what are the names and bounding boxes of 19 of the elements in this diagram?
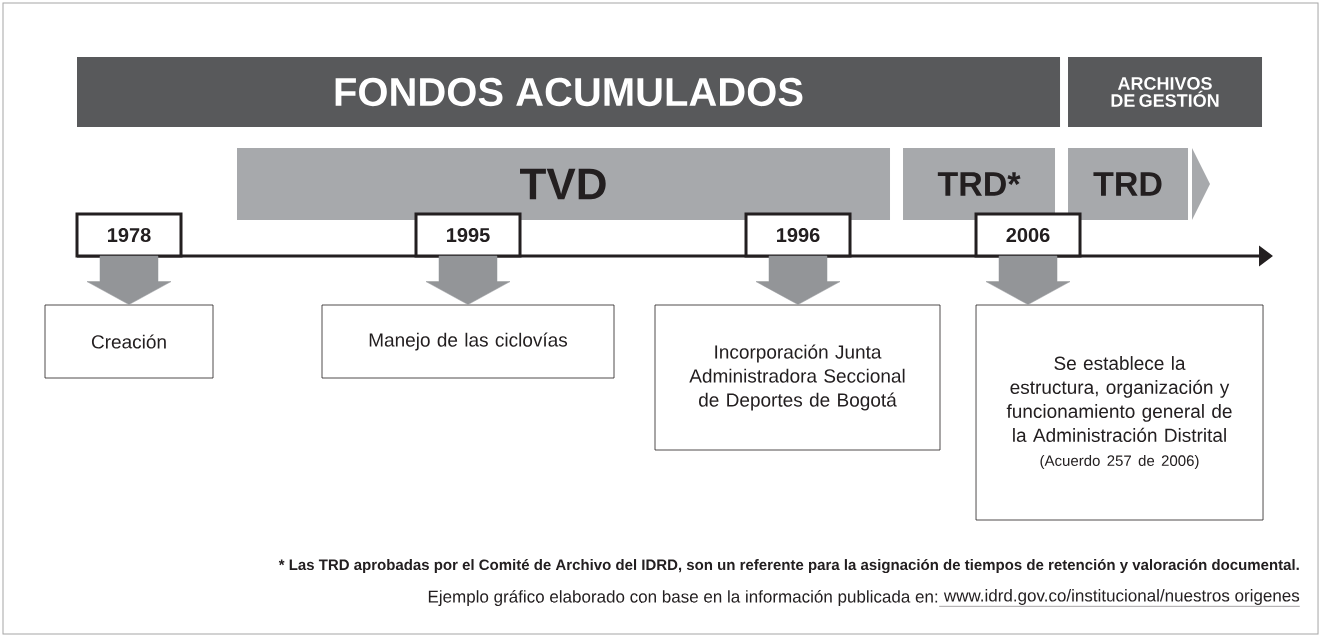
header-band: FONDOS ACUMULADOS (77, 57, 1060, 127)
arrow (755, 255, 841, 305)
year-box: 1996 (744, 212, 852, 258)
period-band: TVD (237, 148, 890, 220)
event-box: Creación (44, 304, 214, 379)
year-box: 2006 (974, 212, 1082, 258)
header-band: ARCHIVOS DE GESTIÓN (1068, 57, 1262, 127)
year-box: 1995 (414, 212, 522, 258)
arrow (425, 255, 511, 305)
event-box: Manejo de las ciclovías (321, 304, 615, 379)
arrow (985, 255, 1071, 305)
period-band: TRD* (903, 148, 1055, 220)
source-note: Ejemplo gráfico elaborado con base en la información publicada en: (428, 590, 938, 607)
footnote: * Las TRD aprobadas por el Comité de Archivo del IDRD, son un referente para la asignación de tiempos de retención y valoración documental. (278, 558, 1299, 574)
year-box: 1978 (75, 212, 183, 258)
event-box: Se establece la estructura, organización y funcionamiento general de la Administración Distrital (Acuerdo 257 de 2006) (975, 304, 1264, 521)
arrow (86, 255, 172, 305)
event-box: Incorporación Junta Administradora Seccional de Deportes de Bogotá (654, 304, 941, 451)
link: www.idrd.gov.co/institucional/nuestros origenes (938, 589, 1300, 607)
